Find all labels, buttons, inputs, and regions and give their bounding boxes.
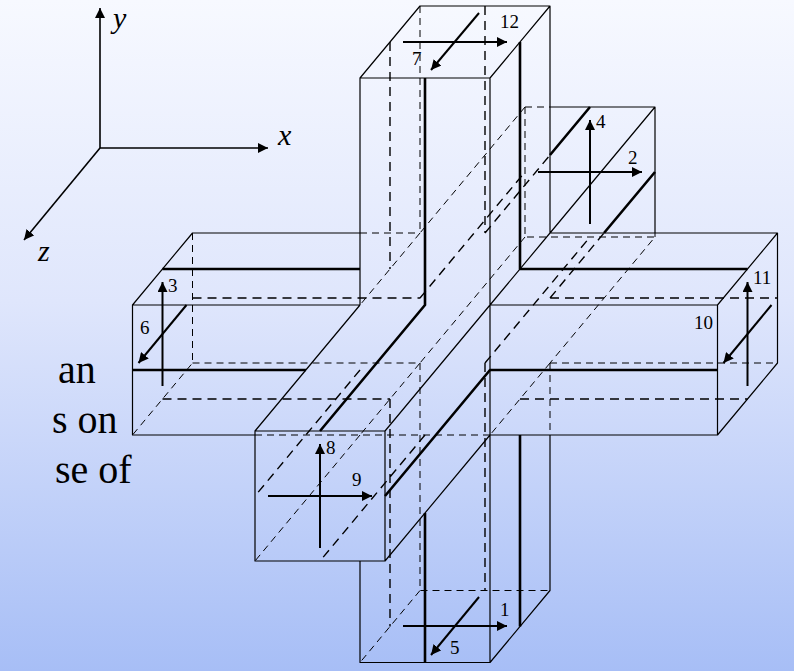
- callout-number: 9: [352, 470, 362, 489]
- coordinate-axes: [24, 8, 268, 240]
- slide-text: se of: [55, 447, 132, 492]
- callout-number: 4: [596, 111, 606, 132]
- callout-number: 8: [326, 438, 336, 457]
- visible-edge: [133, 6, 778, 663]
- y-axis: [99, 8, 101, 148]
- field-arrow: [139, 305, 187, 363]
- callout-number: 12: [500, 11, 519, 32]
- axis-label: z: [38, 236, 50, 266]
- axis-label: z: [38, 234, 50, 267]
- field-arrow: [589, 120, 591, 224]
- callout-number: 10: [694, 312, 713, 333]
- field-arrows: [139, 13, 772, 655]
- callout-number: 7: [412, 48, 422, 69]
- callout-number: 6: [140, 317, 150, 338]
- callout-number: 1: [500, 600, 510, 619]
- callout-number: 4: [596, 112, 606, 131]
- field-arrow: [431, 13, 479, 70]
- callout-number: 2: [628, 148, 638, 167]
- callout-number: 5: [450, 638, 460, 657]
- hidden-edge: [133, 6, 778, 663]
- field-arrow: [724, 305, 772, 363]
- callout-number: 11: [753, 267, 771, 288]
- slide-text: s on: [52, 397, 118, 443]
- callout-number: 2: [628, 147, 638, 168]
- callout-number: 3: [168, 275, 178, 296]
- axis-label: y: [113, 3, 126, 33]
- callout-number: 8: [326, 437, 336, 458]
- callout-number: 6: [140, 318, 150, 337]
- callout-number: 1: [500, 599, 510, 620]
- z-axis: [24, 148, 100, 240]
- slide-text: se of: [55, 447, 132, 493]
- callout-number: 5: [450, 637, 460, 658]
- x-axis: [100, 147, 268, 149]
- callout-number: 7: [412, 49, 422, 68]
- callout-number: 10: [694, 313, 713, 332]
- callout-number: 11: [753, 268, 771, 287]
- callout-number: 12: [500, 12, 519, 31]
- axis-label: y: [113, 1, 126, 34]
- axis-label: x: [278, 120, 291, 150]
- slide-text: s on: [52, 397, 118, 442]
- axis-label: x: [278, 118, 291, 151]
- callout-number: 9: [352, 469, 362, 490]
- slide-text: an: [58, 347, 96, 393]
- field-arrow: [268, 495, 372, 497]
- path-line: [133, 42, 748, 663]
- slide-text: an: [58, 347, 96, 392]
- callout-number: 3: [168, 276, 178, 295]
